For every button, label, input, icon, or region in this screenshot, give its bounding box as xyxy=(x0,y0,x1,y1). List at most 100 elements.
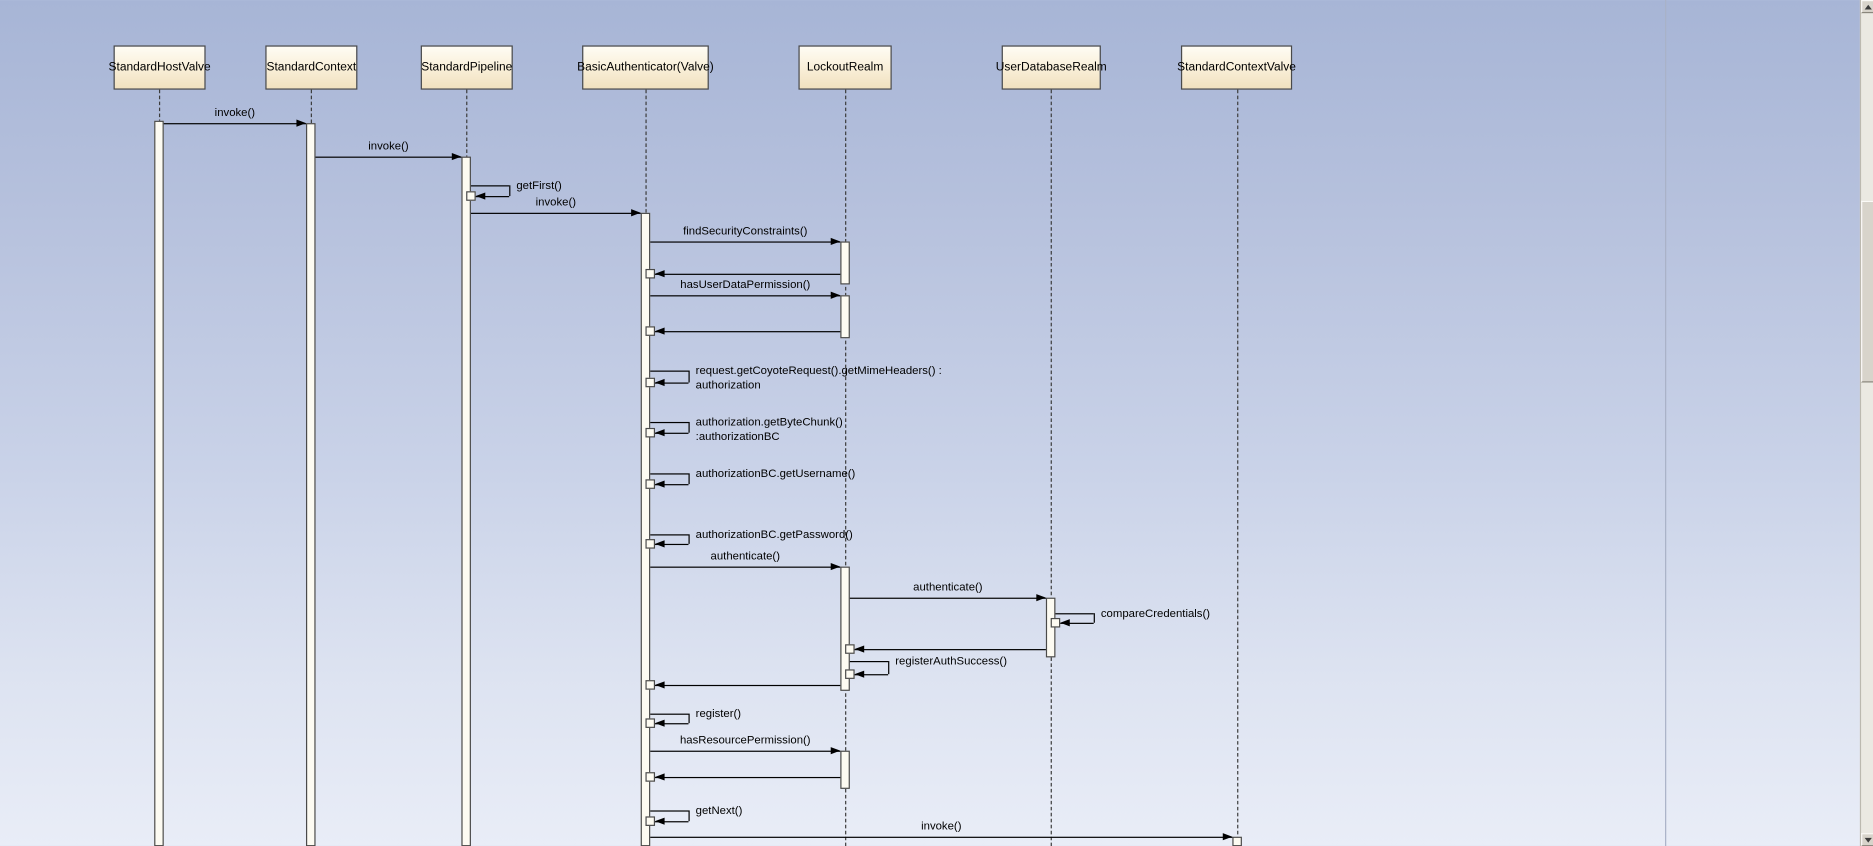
message-label[interactable]: invoke() xyxy=(368,139,409,153)
message-label[interactable]: authorization.getByteChunk():authorizati… xyxy=(696,416,843,443)
message-line[interactable] xyxy=(470,212,641,214)
self-message-line[interactable] xyxy=(849,661,889,663)
participant-label: UserDatabaseRealm xyxy=(995,60,1107,75)
self-message-line[interactable] xyxy=(650,421,689,424)
return-message-line[interactable] xyxy=(655,273,841,275)
message-line[interactable] xyxy=(650,295,841,297)
return-message-line[interactable] xyxy=(655,331,841,333)
scroll-down-icon xyxy=(1864,837,1872,843)
arrowhead-icon xyxy=(655,719,665,727)
participant-basicauthenticator-valve[interactable]: BasicAuthenticator(Valve) xyxy=(577,45,714,90)
self-message-line[interactable] xyxy=(650,713,689,715)
activation-bar[interactable] xyxy=(840,566,850,691)
nested-activation xyxy=(466,191,476,201)
arrowhead-icon xyxy=(854,645,865,653)
self-message-line xyxy=(854,674,889,676)
activation-bar[interactable] xyxy=(840,295,850,339)
message-label[interactable]: invoke() xyxy=(214,106,256,120)
self-message-line xyxy=(655,432,689,434)
message-line[interactable] xyxy=(849,597,1046,599)
self-message-line[interactable] xyxy=(470,185,510,187)
activation-bar[interactable] xyxy=(1045,597,1056,658)
nested-activation xyxy=(645,816,656,826)
arrowhead-icon xyxy=(296,119,306,127)
activation-bar[interactable] xyxy=(305,123,316,846)
message-label[interactable]: registerAuthSuccess() xyxy=(895,655,1007,669)
participant-label: StandardContext xyxy=(266,60,357,75)
participant-standardcontextvalve[interactable]: StandardContextValve xyxy=(1177,45,1296,90)
self-message-line xyxy=(688,421,690,433)
message-label[interactable]: request.getCoyoteRequest().getMimeHeader… xyxy=(696,365,942,392)
scroll-down-button[interactable] xyxy=(1861,833,1873,846)
message-label[interactable]: authenticate() xyxy=(913,580,983,595)
arrowhead-icon xyxy=(655,773,665,781)
message-label[interactable]: invoke() xyxy=(535,196,577,210)
self-message-line xyxy=(655,382,689,384)
message-line[interactable] xyxy=(650,836,1233,838)
message-line[interactable] xyxy=(650,566,841,568)
message-label-line: :authorizationBC xyxy=(695,429,780,443)
lifeline[interactable] xyxy=(845,89,847,846)
activation-bar[interactable] xyxy=(154,120,164,846)
message-label[interactable]: hasUserDataPermission() xyxy=(680,278,811,292)
message-label[interactable]: authenticate() xyxy=(710,549,780,563)
participant-label: StandardHostValve xyxy=(108,60,211,75)
return-message-line[interactable] xyxy=(655,684,841,687)
message-label[interactable]: authorizationBC.getPassword() xyxy=(696,528,853,542)
participant-standardhostvalve[interactable]: StandardHostValve xyxy=(109,45,211,90)
participant-standardcontext[interactable]: StandardContext xyxy=(265,45,358,90)
message-line[interactable] xyxy=(650,750,841,752)
message-label[interactable]: hasResourcePermission() xyxy=(679,733,811,748)
message-label[interactable]: getNext() xyxy=(696,804,743,818)
lifeline[interactable] xyxy=(1050,89,1052,846)
self-message-line xyxy=(655,484,689,486)
participant-label: BasicAuthenticator(Valve) xyxy=(577,60,714,75)
message-label-line: authorization xyxy=(695,378,761,392)
message-label[interactable]: invoke() xyxy=(921,819,962,834)
scrollbar-thumb[interactable] xyxy=(1861,200,1873,383)
message-label-line: request.getCoyoteRequest().getMimeHeader… xyxy=(695,364,942,378)
arrowhead-icon xyxy=(1060,619,1070,627)
message-line[interactable] xyxy=(163,123,306,125)
message-label-line: getNext() xyxy=(695,804,743,818)
activation-bar[interactable] xyxy=(840,241,850,285)
arrowhead-icon xyxy=(451,152,462,161)
participant-userdatabaserealm[interactable]: UserDatabaseRealm xyxy=(996,45,1107,90)
message-label[interactable]: findSecurityConstraints() xyxy=(683,224,808,238)
arrowhead-icon xyxy=(655,480,665,488)
self-message-line xyxy=(688,370,690,383)
scroll-up-button[interactable] xyxy=(1861,0,1873,14)
message-line[interactable] xyxy=(650,241,841,243)
participant-label: StandardContextValve xyxy=(1177,60,1296,75)
self-message-line[interactable] xyxy=(650,534,689,536)
self-message-line xyxy=(688,713,690,724)
return-message-line[interactable] xyxy=(655,776,841,779)
message-label[interactable]: authorizationBC.getUsername() xyxy=(696,467,856,481)
message-label[interactable]: register() xyxy=(696,708,741,722)
self-message-line[interactable] xyxy=(1055,613,1094,615)
activation-bar[interactable] xyxy=(840,750,850,789)
self-message-line[interactable] xyxy=(650,370,689,372)
arrowhead-icon xyxy=(475,192,486,200)
message-label[interactable]: compareCredentials() xyxy=(1101,607,1210,621)
participant-standardpipeline[interactable]: StandardPipeline xyxy=(420,45,513,90)
self-message-line[interactable] xyxy=(650,810,689,812)
message-label-line: registerAuthSuccess() xyxy=(895,655,1007,669)
lifeline[interactable] xyxy=(1237,89,1239,846)
activation-bar[interactable] xyxy=(461,156,471,846)
self-message-line xyxy=(688,534,690,544)
activation-bar[interactable] xyxy=(1232,836,1242,846)
message-label[interactable]: getFirst() xyxy=(516,179,561,193)
vertical-scrollbar[interactable] xyxy=(1859,0,1873,846)
message-line[interactable] xyxy=(315,156,462,158)
self-message-line xyxy=(688,473,690,485)
self-message-line[interactable] xyxy=(650,473,689,475)
participant-lockoutrealm[interactable]: LockoutRealm xyxy=(798,45,892,90)
return-message-line[interactable] xyxy=(854,649,1046,651)
activation-bar[interactable] xyxy=(640,212,651,846)
arrowhead-icon xyxy=(631,209,641,217)
arrowhead-icon xyxy=(830,747,841,755)
message-label-line: compareCredentials() xyxy=(1100,607,1211,621)
